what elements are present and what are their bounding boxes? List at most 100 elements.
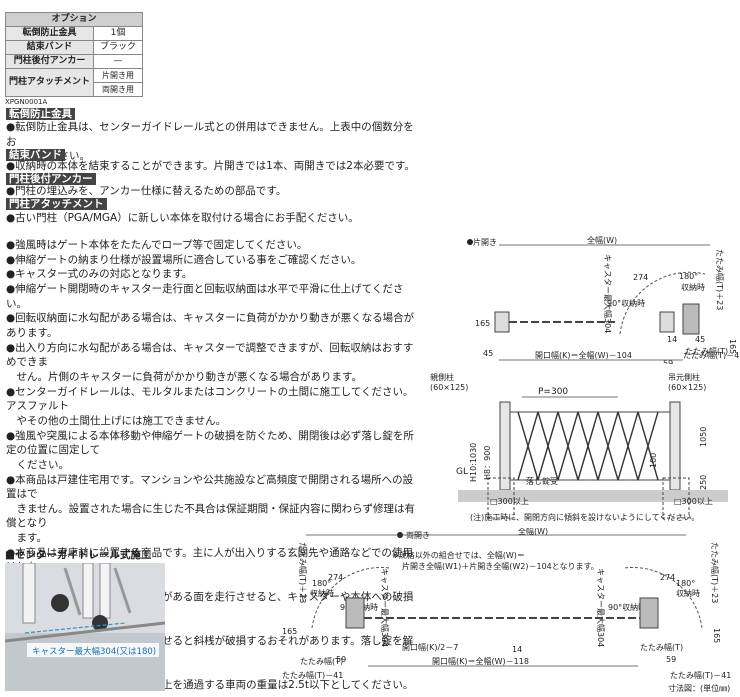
units-label: 寸法図：(単位㎜) bbox=[668, 684, 731, 693]
rail-photo bbox=[5, 563, 165, 691]
dim-14: 14 bbox=[512, 645, 522, 654]
stow-label: 収納時 bbox=[681, 282, 705, 292]
option-value: 1個 bbox=[93, 26, 144, 41]
caster-left: キャスター最大幅304 bbox=[380, 568, 390, 647]
section-title: 結束バンド bbox=[6, 149, 66, 161]
option-table-header: オプション bbox=[4, 12, 144, 27]
dim-fold: たたみ幅(T) bbox=[685, 346, 728, 356]
rail-caption: キャスター最大幅304(又は180) bbox=[32, 647, 157, 657]
gl-label: GL bbox=[456, 467, 468, 477]
dim-overall: 全幅(W) bbox=[518, 528, 548, 536]
text-line: ●収納時の本体を結束することができます。片開きでは1本、両開きでは2本必要です。 bbox=[6, 160, 415, 172]
dim-59: 59 bbox=[663, 359, 673, 364]
post-right-label: 吊元側柱 bbox=[668, 372, 700, 382]
dim-1050: 1050 bbox=[699, 427, 708, 447]
note-line: ●本商品は戸建住宅用です。マンションや公共施設など高頻度で開閉される場所への設置… bbox=[6, 473, 414, 501]
fold41-left: たたみ幅(T)－41 bbox=[282, 670, 343, 680]
option-name: 転倒防止金具 bbox=[4, 26, 95, 41]
dim-274-left: 274 bbox=[328, 573, 343, 582]
text-line: ●門柱の埋込みを、アンカー仕様に替えるための部品です。 bbox=[6, 185, 287, 197]
dim-45: 45 bbox=[695, 335, 705, 344]
product-code: XPGN0001A bbox=[5, 98, 48, 106]
angle-right: 180° bbox=[676, 579, 695, 588]
dim-59-right: 59 bbox=[666, 655, 676, 664]
option-value: 両開き用 bbox=[93, 82, 144, 97]
bullet-icon bbox=[467, 239, 473, 245]
note-line: ●キャスター式のみの対応となります。 bbox=[6, 268, 193, 281]
section-title: 門柱アタッチメント bbox=[6, 198, 107, 210]
note-line: せん。片側のキャスターに負荷がかかり動きが悪くなる場合があります。 bbox=[6, 370, 362, 383]
height-label: H10:1030 bbox=[469, 443, 478, 482]
note-line: ください。 bbox=[6, 458, 69, 471]
dim-100: 100 bbox=[649, 453, 658, 468]
dim-vertical: たたみ幅(T)＋23 bbox=[715, 249, 725, 310]
caster-right: キャスター最大幅304 bbox=[596, 568, 606, 647]
note-line-2: 片開き全幅(W1)＋片開き全幅(W2)－104となります。 bbox=[402, 561, 599, 571]
note-line: ●伸縮ゲートの納まり仕様が設置場所に適合している事をご確認ください。 bbox=[6, 253, 362, 266]
stow90-label: 90°収納時 bbox=[607, 298, 645, 308]
drop-lock-label: 落し錠受 bbox=[526, 476, 558, 486]
dim-opening: 開口幅(K)＝全幅(W)－104 bbox=[535, 350, 632, 360]
section-title: 転倒防止金具 bbox=[6, 108, 75, 120]
note-line: ●回転収納面に水勾配がある場合は、キャスターに負荷がかかり動きが悪くなる場合があ… bbox=[6, 312, 415, 339]
dim-overall: 全幅(W) bbox=[587, 235, 617, 245]
angle-180: 180° bbox=[679, 272, 698, 281]
elevation-note: (注)施工時に、開閉方向に傾斜を設けないようにしてください。 bbox=[470, 512, 699, 522]
double-gate-plan-diagram: 両開き 全幅(W) ※規格以外の組合せでは、全幅(W)＝ 片開き全幅(W1)＋片… bbox=[282, 528, 731, 680]
note-line: ●強風時はゲート本体をたたんでロープ等で固定してください。 bbox=[6, 239, 308, 251]
text-line: ●古い門柱（PGA/MGA）に新しい本体を取付ける場合にお手配ください。 bbox=[6, 212, 359, 224]
dim-caster: キャスター最大幅304 bbox=[603, 254, 613, 333]
fold-left: たたみ幅(T) bbox=[300, 656, 343, 666]
dim-165-right: 165 bbox=[712, 628, 721, 643]
option-name: 門柱アタッチメント bbox=[4, 68, 95, 97]
single-gate-plan-diagram: 片開き 全幅(W) 274 180° 収納時 90°収納時 たたみ幅(T)＋23… bbox=[467, 235, 740, 364]
fold-right: たたみ幅(T) bbox=[640, 642, 683, 652]
dim-opening: 開口幅(K)＝全幅(W)－118 bbox=[432, 656, 529, 666]
dim-274-right: 274 bbox=[660, 573, 675, 582]
note-line: ます。 bbox=[6, 532, 47, 545]
section-text: ●収納時の本体を結束することができます。片開きでは1本、両開きでは2本必要です。 bbox=[6, 159, 416, 174]
section-text: ●古い門柱（PGA/MGA）に新しい本体を取付ける場合にお手配ください。 bbox=[6, 211, 416, 226]
option-value: ブラック bbox=[93, 40, 144, 55]
angle-left: 180° bbox=[312, 579, 331, 588]
pitch-label: P=300 bbox=[538, 387, 568, 397]
note-line: やその他の土間仕上げには施工できません。 bbox=[6, 414, 227, 427]
stow-left: 収納時 bbox=[310, 588, 334, 598]
note-line: ●伸縮ゲート開閉時のキャスター走行面と回転収納面は水平で平滑に仕上げてください。 bbox=[6, 282, 404, 310]
post-right-size: (60×125) bbox=[668, 383, 706, 392]
dim-274: 274 bbox=[633, 273, 648, 282]
option-name: 結束バンド bbox=[4, 40, 95, 55]
option-name: 門柱後付アンカー bbox=[4, 54, 95, 69]
fold41-right: たたみ幅(T)－41 bbox=[670, 670, 731, 680]
dim-59-left: 59 bbox=[336, 655, 346, 664]
dim-vertical-right: たたみ幅(T)＋23 bbox=[710, 542, 720, 603]
post-left-size: (60×125) bbox=[430, 383, 468, 392]
option-value: 片開き用 bbox=[93, 68, 144, 83]
stow-right: 収納時 bbox=[676, 588, 700, 598]
diagram-title: 片開き bbox=[473, 237, 497, 247]
dim-vertical-left: たたみ幅(T)＋23 bbox=[298, 542, 308, 603]
post-left-label: 親側柱 bbox=[430, 372, 454, 382]
section-text: ●転倒防止金具は、センターガイドレール式との併用はできません。上表中の個数分をお… bbox=[6, 120, 416, 164]
subheight-label: H8：900 bbox=[483, 446, 492, 480]
dim-250: 250 bbox=[699, 475, 708, 490]
section-text: ●門柱の埋込みを、アンカー仕様に替えるための部品です。 bbox=[6, 184, 416, 199]
note-line-1: ※規格以外の組合せでは、全幅(W)＝ bbox=[392, 550, 525, 560]
dim-165: 165 bbox=[728, 339, 737, 354]
dim-45: 45 bbox=[483, 349, 493, 358]
diagram-title: 両開き bbox=[406, 531, 430, 540]
stow90-right: 90°収納時 bbox=[608, 602, 646, 612]
dim-14: 14 bbox=[667, 335, 677, 344]
section-title: 門柱後付アンカー bbox=[6, 173, 96, 185]
dim-165-left: 165 bbox=[282, 627, 297, 636]
option-value: — bbox=[93, 54, 144, 69]
dim-fold41: たたみ幅(T)－41 bbox=[683, 350, 740, 360]
notes-list: ●強風時はゲート本体をたたんでロープ等で固定してください。 ●伸縮ゲートの納まり… bbox=[6, 238, 418, 692]
elevation-diagram: 親側柱 (60×125) 吊元側柱 (60×125) P=300 H10:103… bbox=[430, 372, 728, 522]
note-line: ●センターガイドレールは、モルタルまたはコンクリートの土間に施工してください。ア… bbox=[6, 385, 414, 413]
dim-165: 165 bbox=[475, 319, 490, 328]
foundation-right: □300以上 bbox=[674, 497, 713, 506]
note-line: ●強風や突風による本体移動や伸縮ゲートの破損を防ぐため、開閉後は必ず落し錠を所定… bbox=[6, 429, 414, 457]
half-opening: 開口幅(K)/2－7 bbox=[402, 642, 458, 652]
